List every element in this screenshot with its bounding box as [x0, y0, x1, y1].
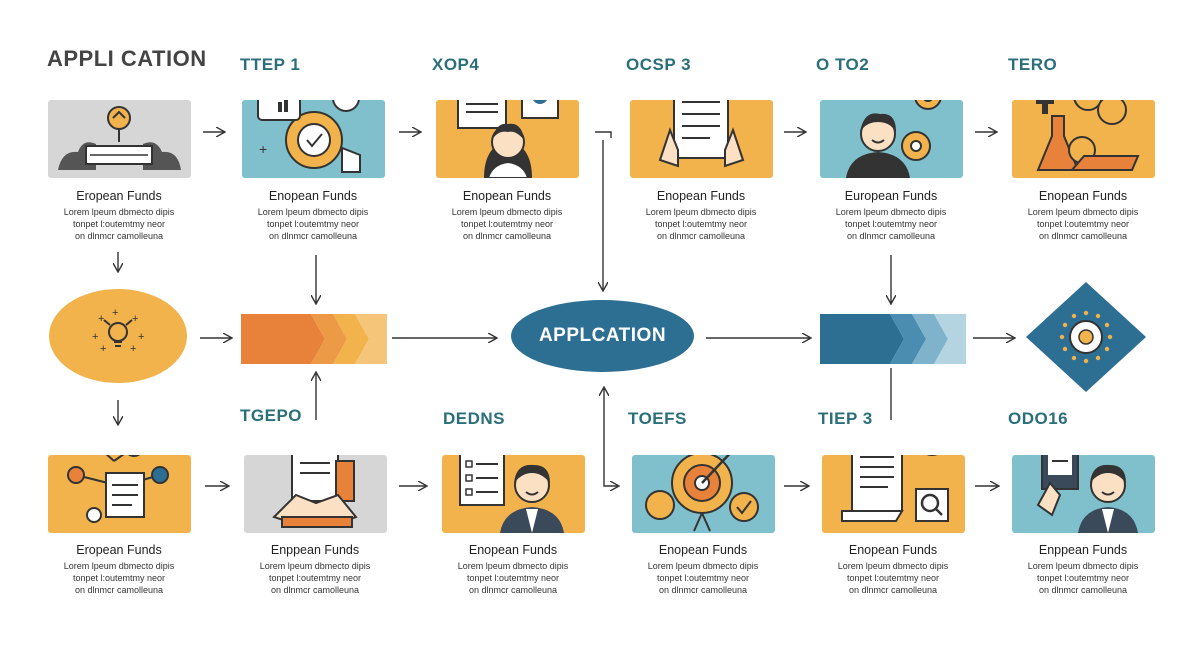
card-title: Enppean Funds [270, 543, 360, 557]
svg-text:+: + [130, 343, 136, 355]
svg-text:+: + [112, 307, 118, 319]
step-header-2: XOP4 [432, 55, 480, 74]
step-header-9: TIEP 3 [818, 409, 873, 428]
document-search-icon [822, 455, 965, 533]
step-header-3: OCSP 3 [626, 55, 692, 74]
man-checklist-icon [442, 455, 585, 533]
svg-text:+: + [138, 331, 144, 343]
man-gears-icon [820, 100, 963, 178]
svg-text:+: + [98, 313, 104, 325]
lightbulb-bridge-icon [48, 100, 191, 178]
orange-chevron-bar [241, 314, 387, 364]
card-title: Enppean Funds [1038, 543, 1128, 557]
card-title: Enopean Funds [1038, 189, 1128, 203]
card-title: Enopean Funds [658, 543, 748, 557]
clipboard-hands-icon [630, 100, 773, 178]
step-header-7: DEDNS [443, 409, 506, 428]
main-title: APPLI CATION [47, 46, 207, 71]
network-document-icon [48, 455, 191, 533]
handshake-documents-icon [244, 455, 387, 533]
step-header-1: TTEP 1 [240, 55, 301, 74]
lightbulb-idea-icon: + + + + + + + [48, 288, 188, 384]
card-title: Enopean Funds [268, 189, 358, 203]
step-header-8: TOEFS [628, 409, 687, 428]
card-title: Enopean Funds [656, 189, 746, 203]
card-title: Eropean Funds [76, 543, 162, 557]
card-title: Enopean Funds [848, 543, 938, 557]
step-header-6: TGEPO [240, 406, 303, 425]
center-application-node: APPLCATION [511, 300, 694, 372]
step-header-5: TERO [1008, 55, 1058, 74]
svg-text:+: + [100, 343, 106, 355]
euro-diamond-icon [1026, 282, 1146, 392]
document-woman-icon [436, 100, 579, 178]
step-header-4: O TO2 [816, 55, 870, 74]
navy-chevron-bar [820, 314, 966, 364]
target-gear-icon [632, 455, 775, 533]
man-tablet-icon [1012, 455, 1155, 533]
card-title: Enopean Funds [468, 543, 558, 557]
step-header-10: ODO16 [1008, 409, 1069, 428]
svg-text:+: + [259, 141, 267, 157]
card-title: Enopean Funds [462, 189, 552, 203]
svg-text:+: + [132, 313, 138, 325]
lab-gears-icon [1012, 100, 1155, 178]
svg-text:+: + [92, 331, 98, 343]
chat-target-icon: + [242, 100, 385, 178]
card-title: Eropean Funds [76, 189, 162, 203]
card-title: European Funds [844, 189, 938, 203]
